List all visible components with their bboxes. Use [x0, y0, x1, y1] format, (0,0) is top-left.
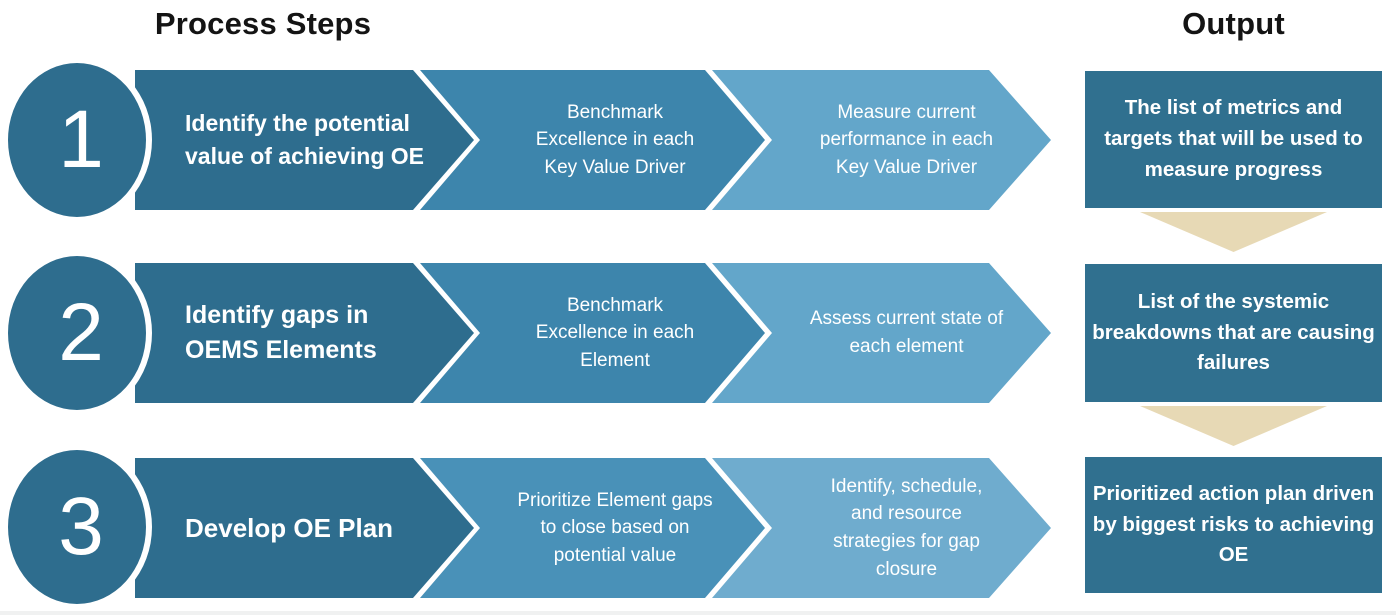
substep-label: Prioritize Element gaps to close based o… — [517, 489, 713, 566]
step-number: 3 — [58, 481, 104, 572]
output-box: Prioritized action plan driven by bigges… — [1085, 457, 1382, 593]
output-box: List of the systemic breakdowns that are… — [1085, 264, 1382, 402]
substep-arrow: Benchmark Excellence in each Key Value D… — [420, 70, 765, 210]
substep-label: Identify, schedule, and resource strateg… — [830, 475, 983, 580]
step-label: Identify gaps in OEMS Elements — [185, 300, 377, 365]
substep-label: Assess current state of each element — [809, 308, 1004, 357]
step-label: Identify the potential value of achievin… — [185, 110, 425, 169]
step-number-badge: 2 — [2, 250, 152, 416]
step-number: 2 — [58, 287, 104, 378]
output-label: The list of metrics and targets that wil… — [1104, 96, 1363, 181]
output-label: Prioritized action plan driven by bigges… — [1092, 481, 1375, 567]
step-number: 1 — [58, 94, 104, 185]
flow-down-arrow-icon — [1140, 212, 1327, 252]
step-label: Develop OE Plan — [185, 512, 394, 543]
step-arrow: Identify the potential value of achievin… — [135, 70, 474, 210]
substep-label: Measure current performance in each Key … — [819, 101, 994, 178]
process-steps-header: Process Steps — [154, 6, 372, 41]
flow-down-arrow-icon — [1140, 406, 1327, 446]
output-box: The list of metrics and targets that wil… — [1085, 71, 1382, 208]
substep-arrow: Identify, schedule, and resource strateg… — [712, 458, 1051, 598]
bottom-edge-strip — [0, 611, 1396, 615]
output-label: List of the systemic breakdowns that are… — [1092, 289, 1375, 375]
substep-label: Benchmark Excellence in each Element — [535, 294, 695, 371]
output-header: Output — [1182, 6, 1285, 41]
step-arrow: Develop OE Plan — [135, 458, 474, 598]
step-arrow: Identify gaps in OEMS Elements — [135, 263, 474, 403]
substep-label: Benchmark Excellence in each Key Value D… — [535, 101, 695, 178]
step-number-badge: 1 — [2, 57, 152, 223]
step-number-badge: 3 — [2, 444, 152, 610]
